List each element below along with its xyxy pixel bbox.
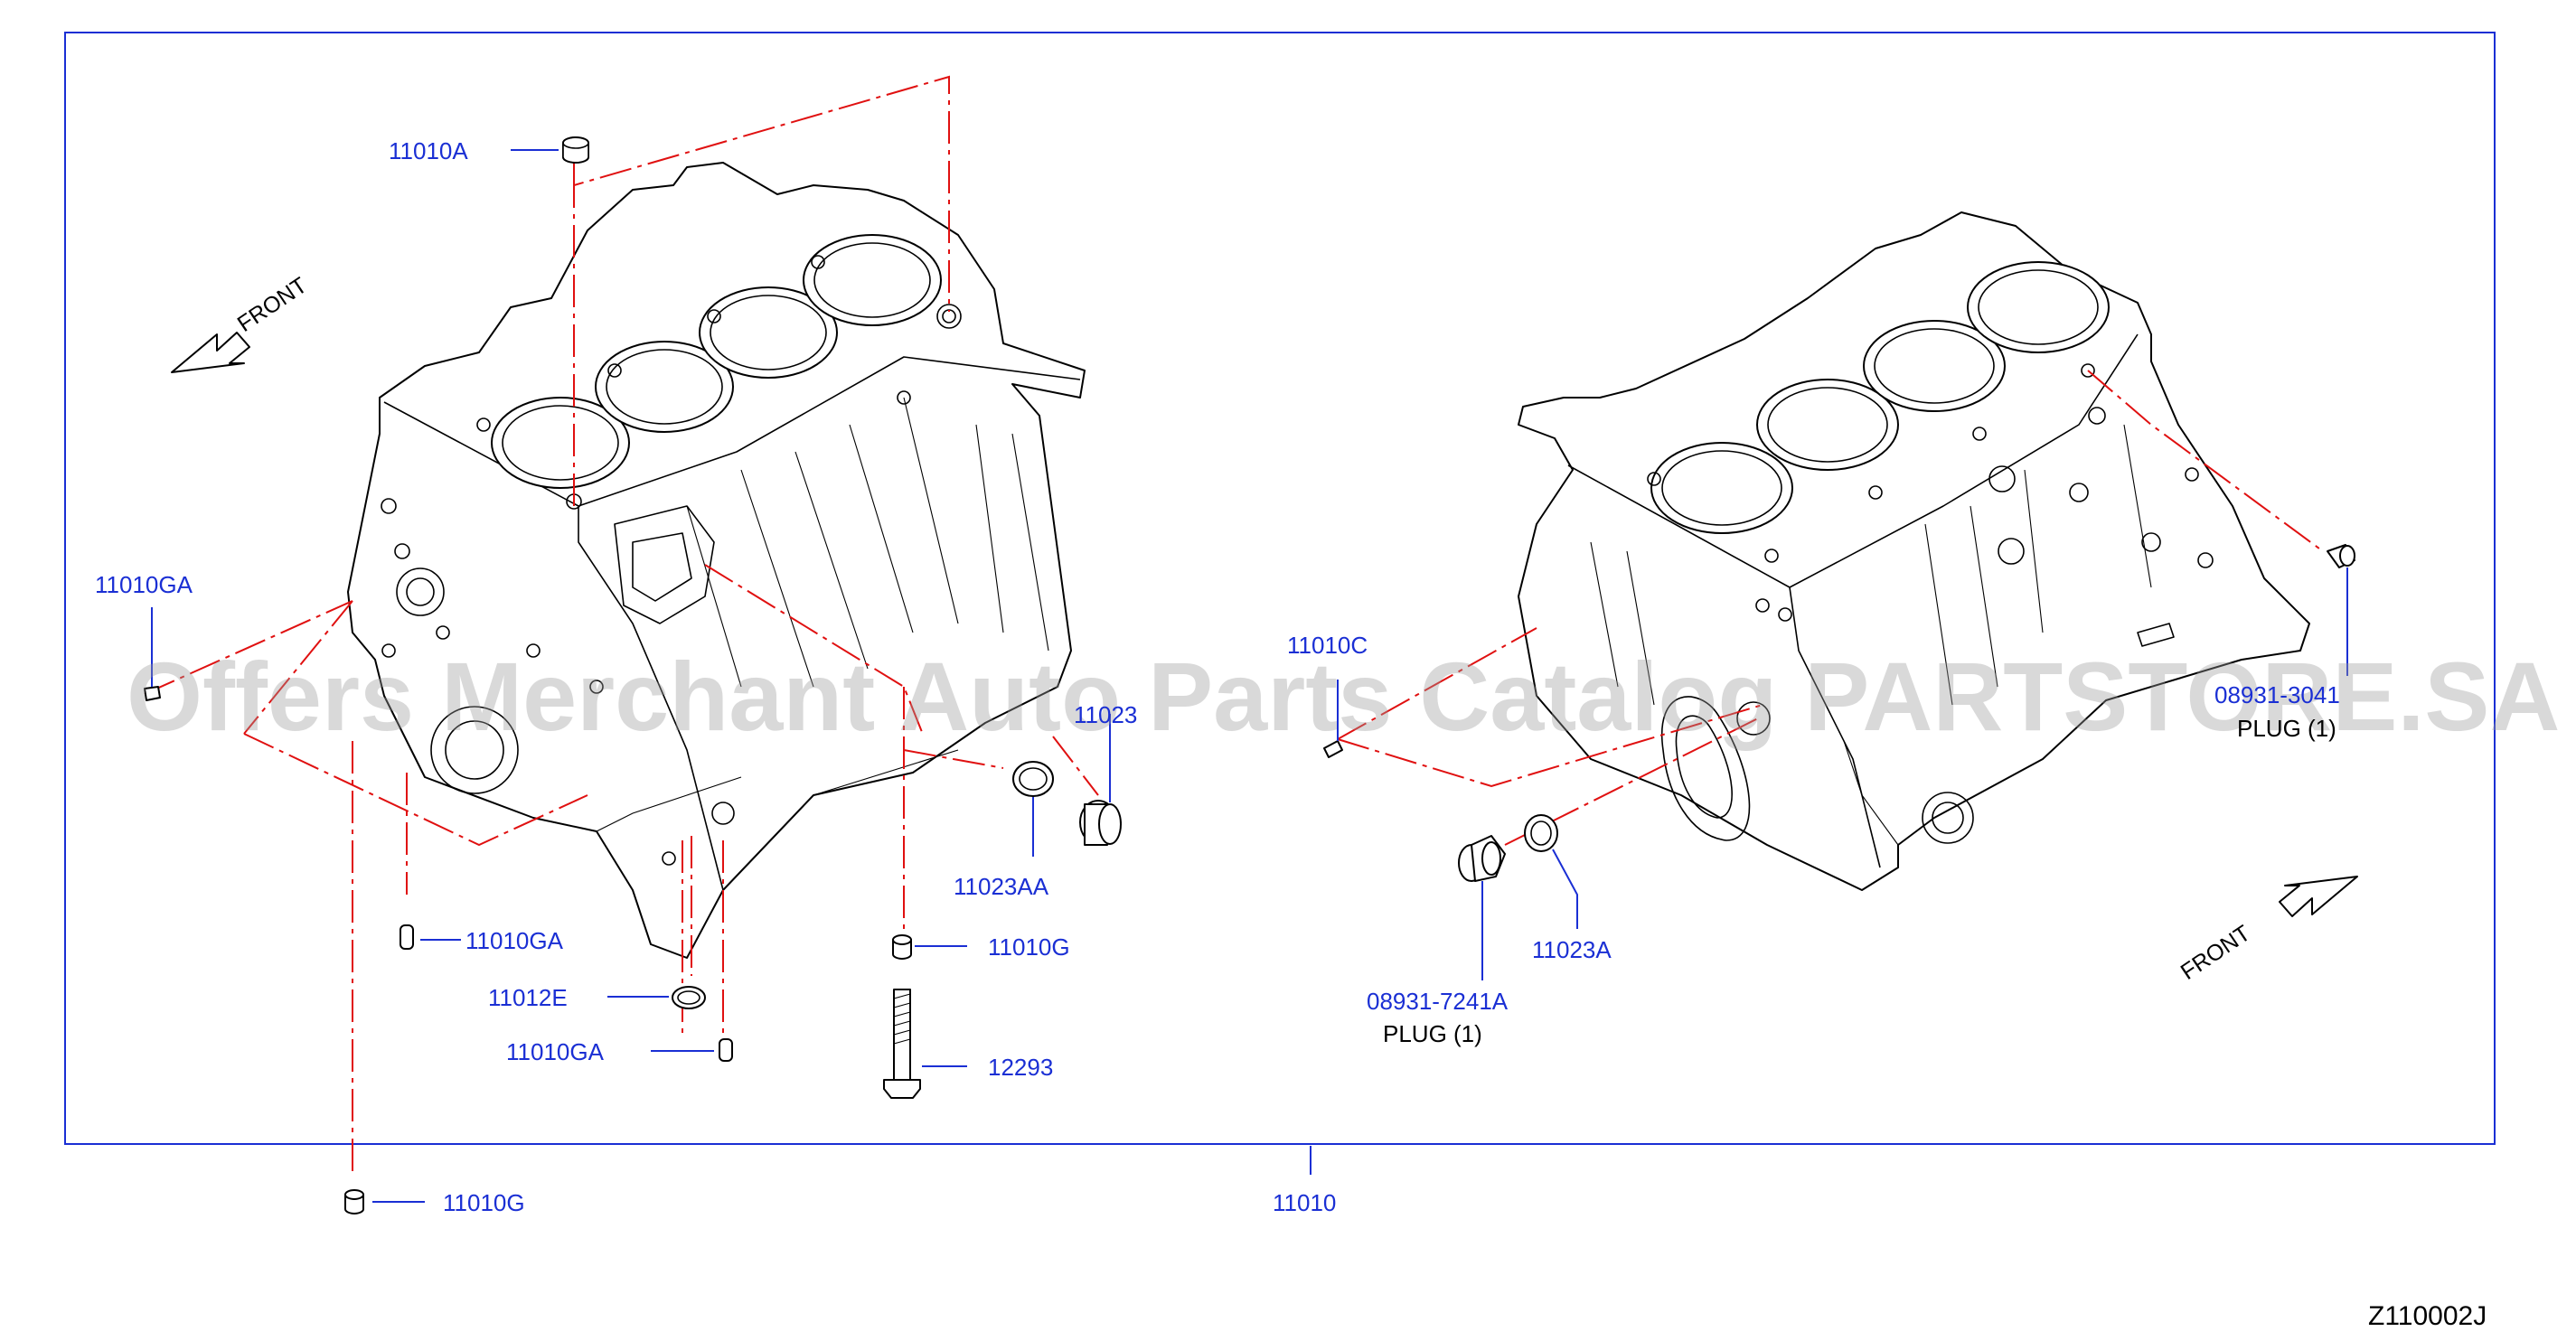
label-11010G-center[interactable]: 11010G <box>988 933 1070 961</box>
label-11010G-bottom[interactable]: 11010G <box>443 1189 525 1216</box>
leader-lines <box>151 149 2348 1203</box>
note-plug-right: PLUG (1) <box>2237 715 2336 742</box>
plug-08931-3041[interactable] <box>2327 544 2355 568</box>
label-11012E[interactable]: 11012E <box>488 984 568 1011</box>
dowel-11010G-center[interactable] <box>892 934 912 960</box>
dowel-11010G-bottom[interactable] <box>344 1189 364 1214</box>
label-11010GA-left[interactable]: 11010GA <box>95 571 193 598</box>
front-arrow-right: FRONT <box>2176 876 2358 985</box>
front-arrow-left: FRONT <box>171 273 312 373</box>
note-plug-left: PLUG (1) <box>1383 1020 1482 1047</box>
right-engine-block <box>1518 211 2310 891</box>
label-11023A[interactable]: 11023A <box>1532 936 1612 963</box>
oring-11023AA[interactable] <box>1012 761 1054 797</box>
label-11010GA-bottom2[interactable]: 11010GA <box>506 1038 605 1065</box>
diagram-frame <box>64 32 2496 1145</box>
label-11023[interactable]: 11023 <box>1074 701 1137 728</box>
pin-11010GA-bottom2[interactable] <box>719 1038 733 1062</box>
dowel-11010A[interactable] <box>562 136 589 164</box>
pin-11010GA-left[interactable] <box>144 686 161 701</box>
label-08931-3041[interactable]: 08931-3041 <box>2214 681 2340 708</box>
plug-08931-7241A[interactable] <box>1458 835 1506 882</box>
plug-11023[interactable] <box>1079 800 1122 846</box>
watermark: Offers Merchant Auto Parts Catalog PARTS… <box>127 642 2560 751</box>
label-11010A[interactable]: 11010A <box>389 137 468 164</box>
left-engine-block <box>347 162 1086 959</box>
oring-11023A[interactable] <box>1524 814 1558 852</box>
front-label-right: FRONT <box>2176 921 2255 985</box>
pin-11010C[interactable] <box>1323 740 1343 758</box>
oring-11012E[interactable] <box>672 986 706 1009</box>
pin-11010GA-bottom1[interactable] <box>400 924 414 950</box>
label-11023AA[interactable]: 11023AA <box>954 873 1049 900</box>
label-08931-7241A[interactable]: 08931-7241A <box>1367 988 1509 1015</box>
alignment-lines <box>144 75 2324 1175</box>
bolt-12293[interactable] <box>883 989 921 1099</box>
diagram-code: Z110002J <box>2368 1301 2487 1331</box>
label-11010C[interactable]: 11010C <box>1287 632 1368 659</box>
label-12293[interactable]: 12293 <box>988 1054 1053 1081</box>
label-11010[interactable]: 11010 <box>1273 1189 1336 1216</box>
label-11010GA-bottom1[interactable]: 11010GA <box>465 927 564 954</box>
front-label-left: FRONT <box>233 273 312 337</box>
